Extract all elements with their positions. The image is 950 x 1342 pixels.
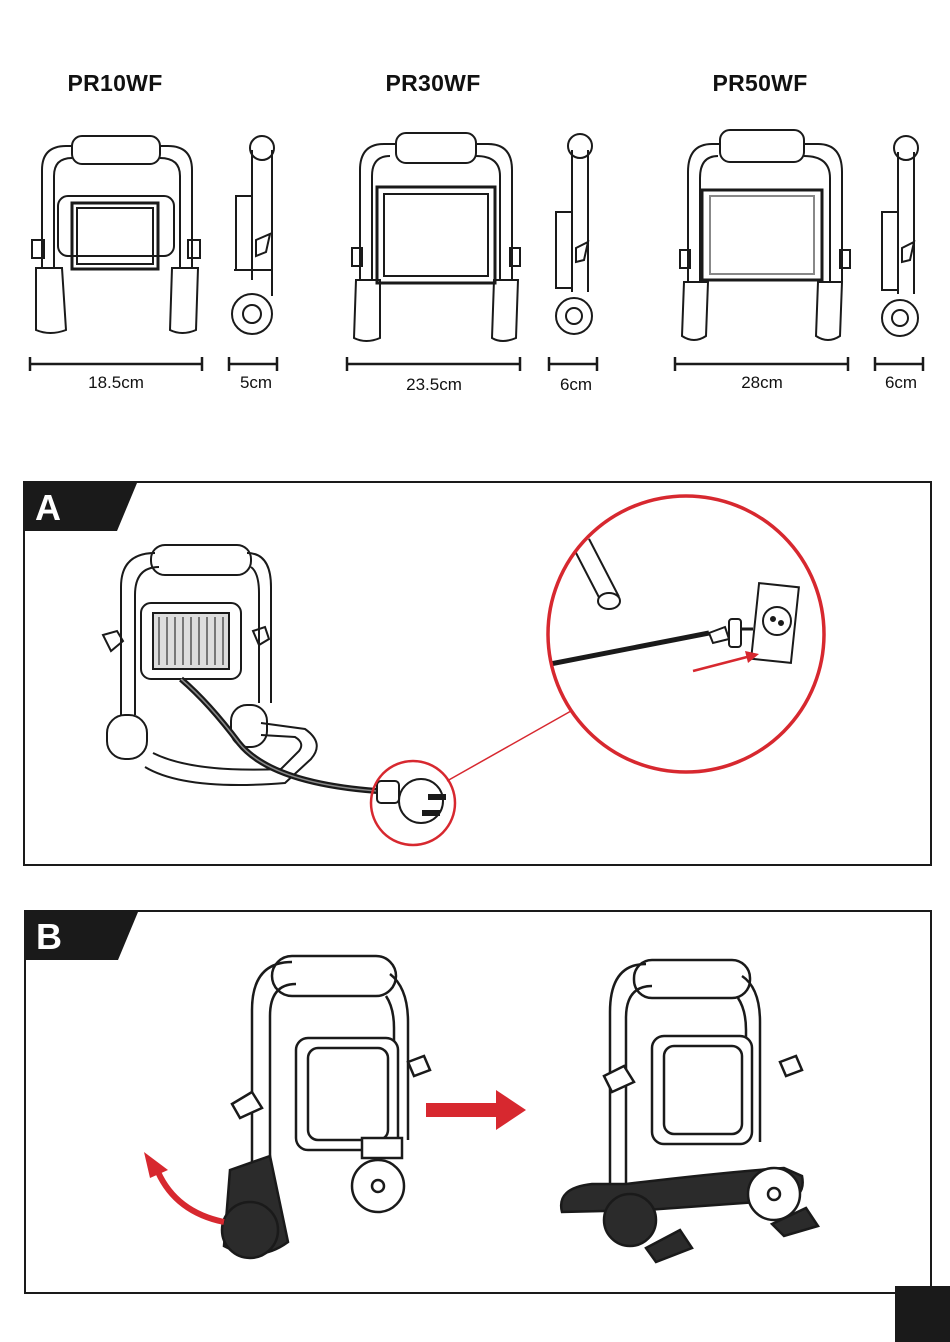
dimension-pr30wf-depth: 6cm [546,375,606,395]
panel-b-illustration [26,912,930,1292]
socket-zoom-view [545,496,824,772]
fold-out-arrow [158,1172,224,1222]
insert-direction-arrow [693,657,747,671]
dimension-line-pr10wf-width [30,357,202,371]
zoom-connector-line [447,711,571,781]
dimension-line-pr50wf-depth [875,357,923,371]
pr10wf-side-view [232,136,274,334]
dimension-line-pr50wf-width [675,357,848,371]
pr50wf-front-view [680,130,850,340]
panel-a: A [23,481,932,866]
power-cable-a [181,679,377,791]
transition-arrow [426,1090,526,1130]
dimension-line-pr10wf-depth [229,357,277,371]
floodlight-a [103,545,317,785]
plug-icon [377,779,445,823]
dimension-pr10wf-width: 18.5cm [66,373,166,393]
pr10wf-front-view [32,136,200,333]
panel-a-illustration [25,483,930,864]
dimension-pr50wf-depth: 6cm [871,373,931,393]
pr30wf-front-view [352,133,520,341]
pr50wf-side-view [882,136,918,336]
dimension-line-pr30wf-width [347,357,520,371]
dimension-line-pr30wf-depth [549,357,597,371]
page-corner-tab [895,1286,950,1342]
dimension-pr50wf-width: 28cm [712,373,812,393]
dimension-pr30wf-width: 23.5cm [384,375,484,395]
dimension-pr10wf-depth: 5cm [226,373,286,393]
floodlight-unfolded [561,960,818,1262]
floodlight-folded [222,956,430,1258]
pr30wf-side-view [556,134,592,334]
panel-b: B [24,910,932,1294]
